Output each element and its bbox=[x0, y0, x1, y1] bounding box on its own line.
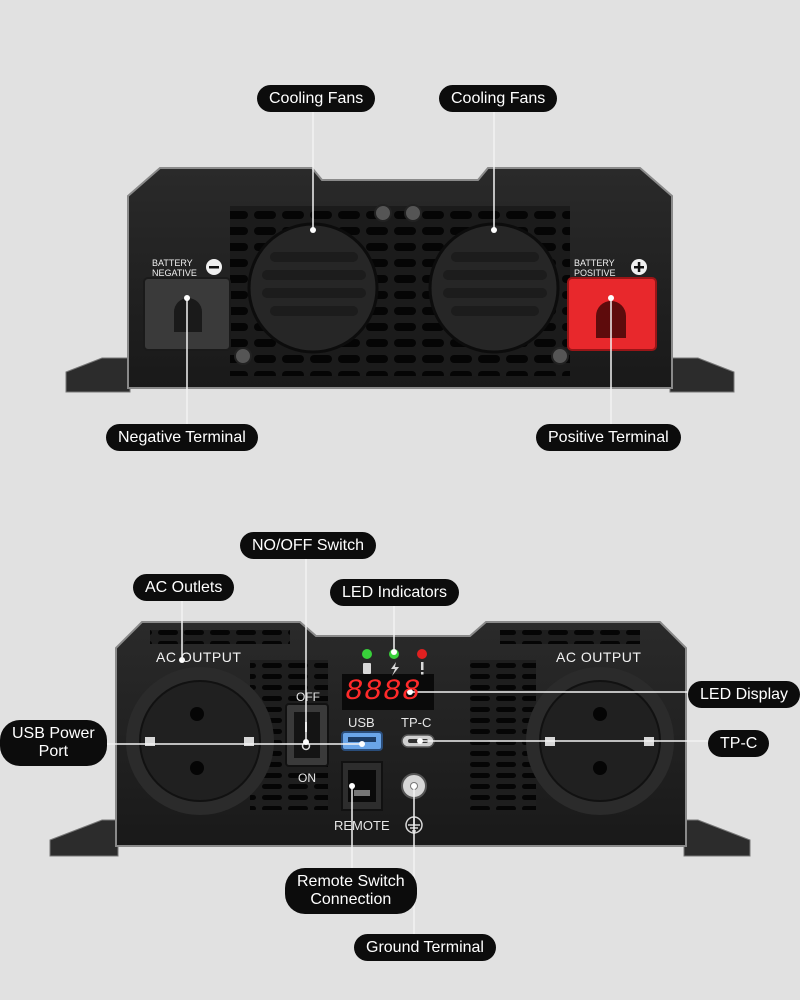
alert-indicator-icon bbox=[421, 662, 424, 670]
front-left-foot bbox=[49, 819, 119, 857]
callout-negative-terminal: Negative Terminal bbox=[106, 424, 258, 451]
usb-power-port-line1: USB Power bbox=[12, 725, 95, 742]
remote-switch-line2: Connection bbox=[310, 891, 392, 908]
battery-neg-line2: NEGATIVE bbox=[152, 268, 197, 278]
left-foot bbox=[65, 357, 131, 393]
callout-usb-power-port: USB Power Port bbox=[0, 720, 107, 766]
battery-positive-label: BATTERY POSITIVE bbox=[574, 258, 616, 278]
callout-cooling-fans-left: Cooling Fans bbox=[257, 85, 376, 112]
callout-ground-terminal: Ground Terminal bbox=[354, 934, 496, 961]
callout-led-indicators: LED Indicators bbox=[330, 579, 459, 606]
lightning-indicator-icon bbox=[391, 662, 399, 676]
battery-indicator-icon bbox=[363, 663, 371, 674]
ac-output-right-label: AC OUTPUT bbox=[556, 649, 642, 665]
remote-switch-line1: Remote Switch bbox=[297, 873, 405, 890]
power-switch-icon bbox=[285, 703, 329, 767]
callout-positive-terminal: Positive Terminal bbox=[536, 424, 681, 451]
switch-off-label: OFF bbox=[296, 690, 320, 704]
top-view-unit bbox=[65, 167, 735, 393]
callout-ac-outlets: AC Outlets bbox=[133, 574, 235, 601]
battery-pos-line1: BATTERY bbox=[574, 258, 615, 268]
ac-outlet-left-icon bbox=[126, 667, 274, 815]
remote-label: REMOTE bbox=[334, 818, 390, 833]
led-display-digits: 8888 bbox=[345, 675, 422, 709]
battery-neg-line1: BATTERY bbox=[152, 258, 193, 268]
callout-cooling-fans-right: Cooling Fans bbox=[439, 85, 558, 112]
callout-led-display: LED Display bbox=[688, 681, 800, 708]
callout-tp-c: TP-C bbox=[708, 730, 770, 757]
front-view-unit bbox=[49, 621, 751, 857]
usb-power-port-line2: Port bbox=[38, 743, 69, 760]
remote-port-icon bbox=[341, 761, 383, 811]
usb-label: USB bbox=[348, 715, 375, 730]
top-leader-lines bbox=[186, 108, 612, 424]
battery-negative-label: BATTERY NEGATIVE bbox=[152, 258, 197, 278]
callout-remote-switch-connection: Remote Switch Connection bbox=[285, 868, 417, 914]
screw-icons bbox=[234, 204, 569, 365]
callout-on-off-switch: NO/OFF Switch bbox=[240, 532, 377, 559]
front-right-foot bbox=[683, 819, 751, 857]
ac-output-left-label: AC OUTPUT bbox=[156, 649, 242, 665]
tp-c-label: TP-C bbox=[401, 715, 432, 730]
switch-on-label: ON bbox=[298, 771, 316, 785]
front-leader-lines bbox=[98, 556, 712, 934]
positive-terminal-block bbox=[567, 277, 657, 351]
battery-pos-line2: POSITIVE bbox=[574, 268, 616, 278]
right-foot bbox=[669, 357, 735, 393]
